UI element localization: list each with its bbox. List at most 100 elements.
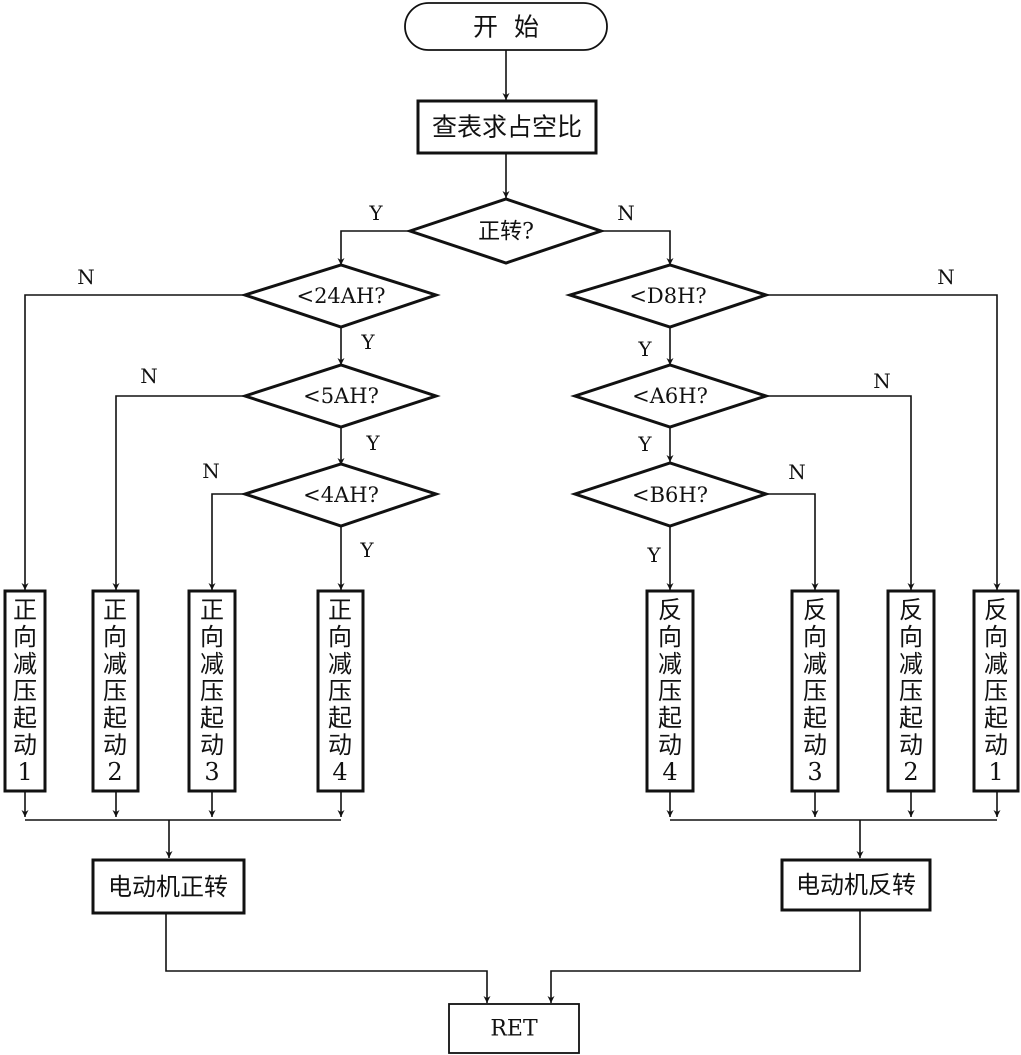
fwd-box-3-char: 动 — [200, 731, 224, 759]
fwd-box-1-char: 正 — [13, 596, 37, 624]
rev-box-3-char: 起 — [803, 704, 827, 732]
rev-box-4-char: 4 — [662, 758, 677, 786]
fwd-box-4-char: 向 — [328, 623, 352, 651]
fwd-box-1-char: 压 — [13, 677, 37, 705]
rev-decision-a6h — [570, 363, 771, 429]
fwd-box-3-char: 减 — [200, 650, 224, 678]
fwd-box-4-char: 4 — [332, 758, 347, 786]
start-terminal — [404, 2, 608, 51]
branch-no-label: N — [788, 460, 806, 484]
fwd-box-1 — [3, 589, 47, 793]
rev-box-4-char: 压 — [658, 677, 682, 705]
rev-box-3-char: 减 — [803, 650, 827, 678]
rev-box-2-char: 2 — [903, 758, 918, 786]
branch-yes-label: Y — [365, 431, 380, 455]
reverse-run-box — [780, 858, 932, 912]
fwd-box-2-char: 压 — [103, 677, 127, 705]
rev-box-4-char: 向 — [658, 623, 682, 651]
fwd-box-3 — [187, 589, 237, 793]
fwd-box-4-char: 起 — [328, 704, 352, 732]
rev-box-1-char: 起 — [984, 704, 1008, 732]
rev-decision-b6h — [570, 461, 771, 528]
rev-box-1-char: 压 — [984, 677, 1008, 705]
reverse-run-label: 电动机反转 — [796, 871, 916, 899]
branch-yes-label: Y — [368, 201, 383, 225]
fwd-decision-24ah — [240, 263, 441, 329]
fwd-box-1-char: 1 — [17, 758, 32, 786]
branch-yes-label: Y — [359, 538, 374, 562]
lookup-box — [416, 99, 598, 155]
branch-yes-label: Y — [646, 543, 661, 567]
fwd-box-2-char: 减 — [103, 650, 127, 678]
fwd-box-1-char: 减 — [13, 650, 37, 678]
branch-yes-label: Y — [360, 330, 375, 354]
rev-box-4-char: 动 — [658, 731, 682, 759]
rev-box-1-char: 反 — [984, 596, 1008, 624]
branch-yes-label: Y — [637, 337, 652, 361]
branch-no-label: N — [937, 265, 955, 289]
fwd-box-4-char: 正 — [328, 596, 352, 624]
branch-no-label: N — [873, 369, 891, 393]
branch-yes-label: Y — [637, 432, 652, 456]
rev-box-1-char: 向 — [984, 623, 1008, 651]
fwd-box-2-char: 向 — [103, 623, 127, 651]
fwd-box-3-char: 压 — [200, 677, 224, 705]
rev-box-2-char: 反 — [899, 596, 923, 624]
rev-box-3-char: 动 — [803, 731, 827, 759]
rev-box-3-char: 向 — [803, 623, 827, 651]
rev-box-2-char: 动 — [899, 731, 923, 759]
fwd-box-4 — [316, 589, 365, 793]
branch-no-label: N — [77, 265, 95, 289]
fwd-box-1-char: 向 — [13, 623, 37, 651]
fwd-d3-label: <4AH? — [303, 483, 379, 507]
rev-box-3-char: 反 — [803, 596, 827, 624]
forward-run-label: 电动机正转 — [108, 873, 228, 901]
rev-box-3-char: 3 — [807, 758, 822, 786]
fwd-d2-label: <5AH? — [303, 384, 379, 408]
fwd-box-3-char: 起 — [200, 704, 224, 732]
rev-box-2-char: 压 — [899, 677, 923, 705]
rev-box-3 — [790, 589, 840, 793]
fwd-box-2-char: 2 — [107, 758, 122, 786]
rev-d1-label: <D8H? — [629, 284, 706, 308]
rev-box-1-char: 动 — [984, 731, 1008, 759]
rev-box-1 — [972, 589, 1020, 793]
rev-box-2-char: 起 — [899, 704, 923, 732]
rev-box-2-char: 减 — [899, 650, 923, 678]
fwd-decision-5ah — [240, 363, 441, 429]
rev-box-4-char: 起 — [658, 704, 682, 732]
fwd-decision-4ah — [240, 462, 441, 528]
branch-no-label: N — [140, 364, 158, 388]
fwd-box-2-char: 正 — [103, 596, 127, 624]
rev-d3-label: <B6H? — [632, 483, 708, 507]
ret-box — [448, 1003, 580, 1054]
rev-box-1-char: 减 — [984, 650, 1008, 678]
rev-d2-label: <A6H? — [632, 384, 708, 408]
rev-box-1-char: 1 — [988, 758, 1003, 786]
rev-box-2-char: 向 — [899, 623, 923, 651]
fwd-box-4-char: 动 — [328, 731, 352, 759]
rev-box-4-char: 减 — [658, 650, 682, 678]
rev-box-4 — [645, 589, 695, 793]
fwd-box-2 — [91, 589, 140, 793]
fwd-d1-label: <24AH? — [296, 284, 385, 308]
fwd-box-4-char: 减 — [328, 650, 352, 678]
fwd-box-3-char: 3 — [204, 758, 219, 786]
fwd-box-1-char: 起 — [13, 704, 37, 732]
lookup-label: 查表求占空比 — [432, 113, 582, 142]
branch-no-label: N — [202, 459, 220, 483]
fwd-box-2-char: 起 — [103, 704, 127, 732]
start-label: 开 始 — [473, 13, 539, 42]
ret-label: RET — [490, 1017, 538, 1042]
rev-decision-d8h — [564, 263, 771, 329]
fwd-box-3-char: 正 — [200, 596, 224, 624]
fwd-box-2-char: 动 — [103, 731, 127, 759]
fwd-box-3-char: 向 — [200, 623, 224, 651]
rev-box-4-char: 反 — [658, 596, 682, 624]
branch-no-label: N — [617, 201, 635, 225]
fwd-box-1-char: 动 — [13, 731, 37, 759]
forward-run-box — [91, 858, 246, 915]
forward-decision — [405, 197, 606, 265]
